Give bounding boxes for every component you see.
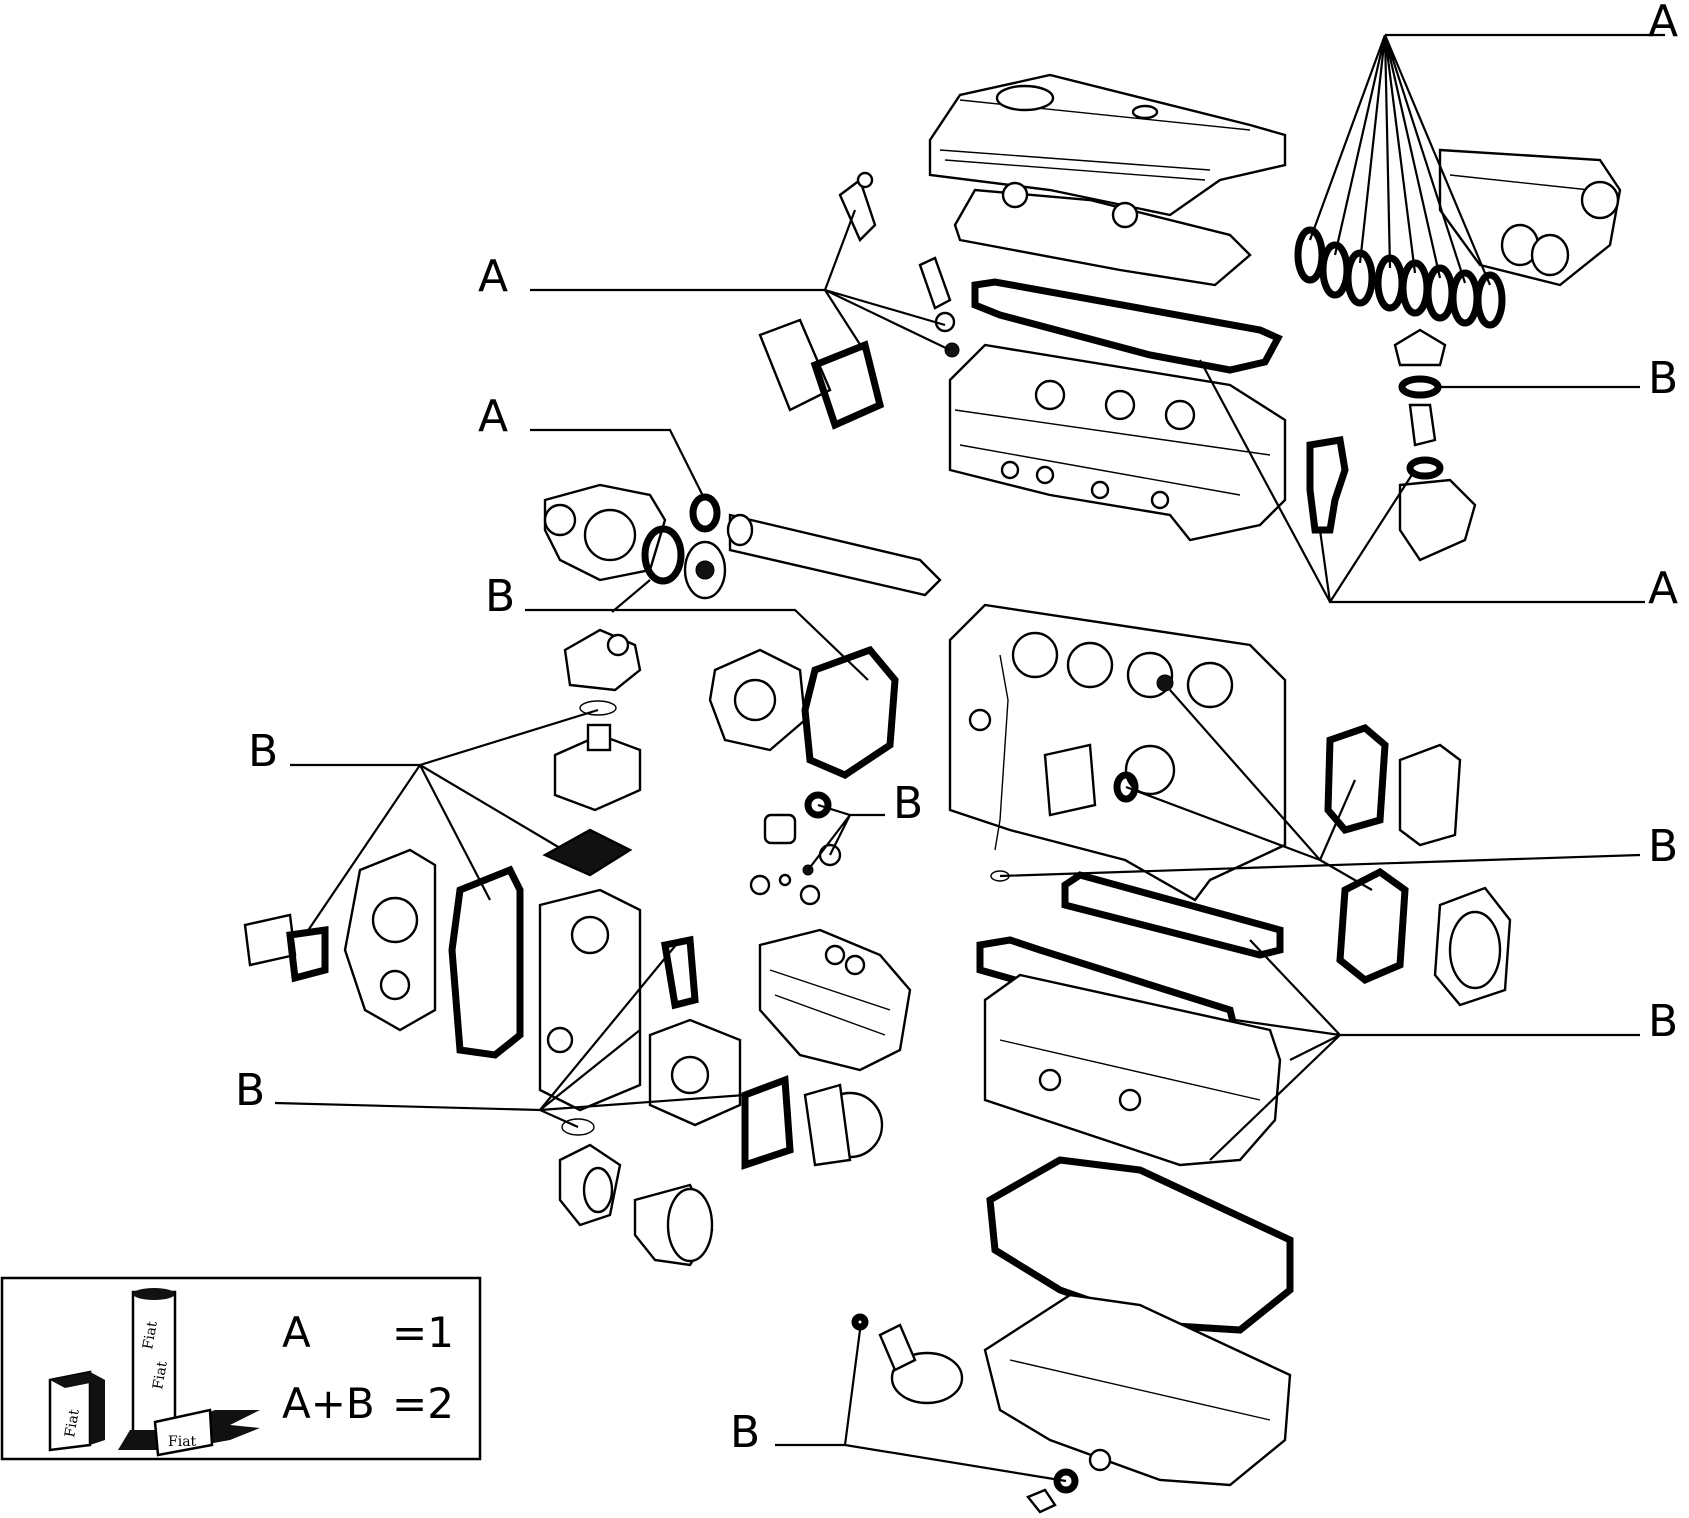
rear-plate-upper	[1398, 743, 1462, 847]
callout-filter-b: B	[235, 1065, 265, 1116]
pto-cover-gasket	[801, 645, 899, 779]
brand-mark-box-front: Fiat	[168, 1434, 197, 1450]
fuel-lift-pump	[563, 628, 642, 692]
rear-housing-gasket	[1336, 867, 1409, 985]
legend-row2-value: =2	[392, 1379, 454, 1428]
oil-pressure-housing	[553, 723, 642, 812]
strainer-o-ring	[851, 1313, 869, 1331]
callout-seal-b: B	[893, 778, 923, 829]
timing-cover-gasket	[448, 865, 524, 1059]
leader-lines	[274, 33, 1665, 1483]
legend-box: Fiat Fiat Fiat Fiat A =1 A+B =2	[0, 1276, 482, 1461]
front-cover-small	[243, 913, 329, 983]
water-pipe	[683, 513, 942, 600]
block-plug	[1156, 674, 1174, 692]
injection-pump	[758, 928, 912, 1072]
oil-sump-gasket	[986, 1156, 1294, 1334]
callout-labels: A A A B A B B B B B B B	[235, 0, 1678, 1458]
block-seal-right	[1113, 771, 1139, 803]
valve-cover-gasket	[971, 278, 1283, 374]
water-pump-housing	[543, 483, 667, 582]
manifold-gaskets	[1294, 223, 1570, 329]
cylinder-block	[948, 603, 1287, 902]
injection-pump-flange-gasket	[660, 935, 699, 1010]
oil-sump	[983, 1293, 1292, 1487]
bedplate-gasket-upper	[1061, 871, 1284, 959]
drain-plug-washer	[1053, 1468, 1079, 1494]
adapter-gasket	[741, 1075, 794, 1170]
cylinder-head	[948, 343, 1287, 542]
callout-thermo-b: B	[1648, 353, 1678, 404]
oil-strainer	[878, 1323, 964, 1405]
brand-mark-can-lower: Fiat	[150, 1360, 171, 1391]
callout-head-left-a: A	[478, 251, 508, 302]
legend-row2-label: A+B	[282, 1379, 375, 1428]
lift-pump-o-ring	[579, 700, 617, 716]
pump-o-ring	[641, 525, 685, 585]
flywheel-housing	[1433, 886, 1512, 1007]
injector-assembly	[838, 171, 960, 358]
housing-gasket	[542, 828, 633, 877]
callout-sump-b: B	[730, 1407, 760, 1458]
callout-water-left-a: A	[478, 391, 508, 442]
pto-cover	[708, 648, 807, 752]
valve-seals-cluster	[749, 791, 842, 906]
pump-seal-a	[689, 493, 721, 533]
water-outlet-gasket	[1306, 435, 1349, 534]
exhaust-manifold	[1438, 148, 1622, 287]
filter-o-ring	[561, 1118, 595, 1136]
brand-mark-box-left: Fiat	[62, 1408, 83, 1439]
drain-plug	[1026, 1488, 1057, 1514]
timing-housing	[538, 888, 642, 1112]
callout-pump-b: B	[485, 571, 515, 622]
callout-block-right-b: B	[1648, 821, 1678, 872]
oil-filter-support	[558, 1143, 622, 1227]
callout-left-b: B	[248, 726, 278, 777]
crankcase-bedplate	[983, 973, 1282, 1167]
pump-adapter-plate	[648, 1018, 742, 1127]
rear-plate-gasket-upper	[1324, 724, 1389, 834]
thermostat-housing	[1393, 328, 1477, 562]
legend-row1-value: =1	[392, 1308, 454, 1357]
timing-cover	[343, 848, 437, 1032]
cover-plates-left	[758, 318, 885, 430]
callout-top-right-a: A	[1648, 0, 1678, 47]
callout-manifold-a: A	[1648, 563, 1678, 614]
callout-lower-right-b: B	[1648, 996, 1678, 1047]
gasket-kit-icon: Fiat Fiat Fiat Fiat	[48, 1288, 260, 1457]
brand-mark-can-upper: Fiat	[140, 1320, 161, 1351]
legend-row1-label: A	[282, 1308, 311, 1357]
oil-filter	[633, 1183, 714, 1267]
rocker-support	[953, 181, 1252, 287]
vacuum-pump	[803, 1083, 884, 1167]
